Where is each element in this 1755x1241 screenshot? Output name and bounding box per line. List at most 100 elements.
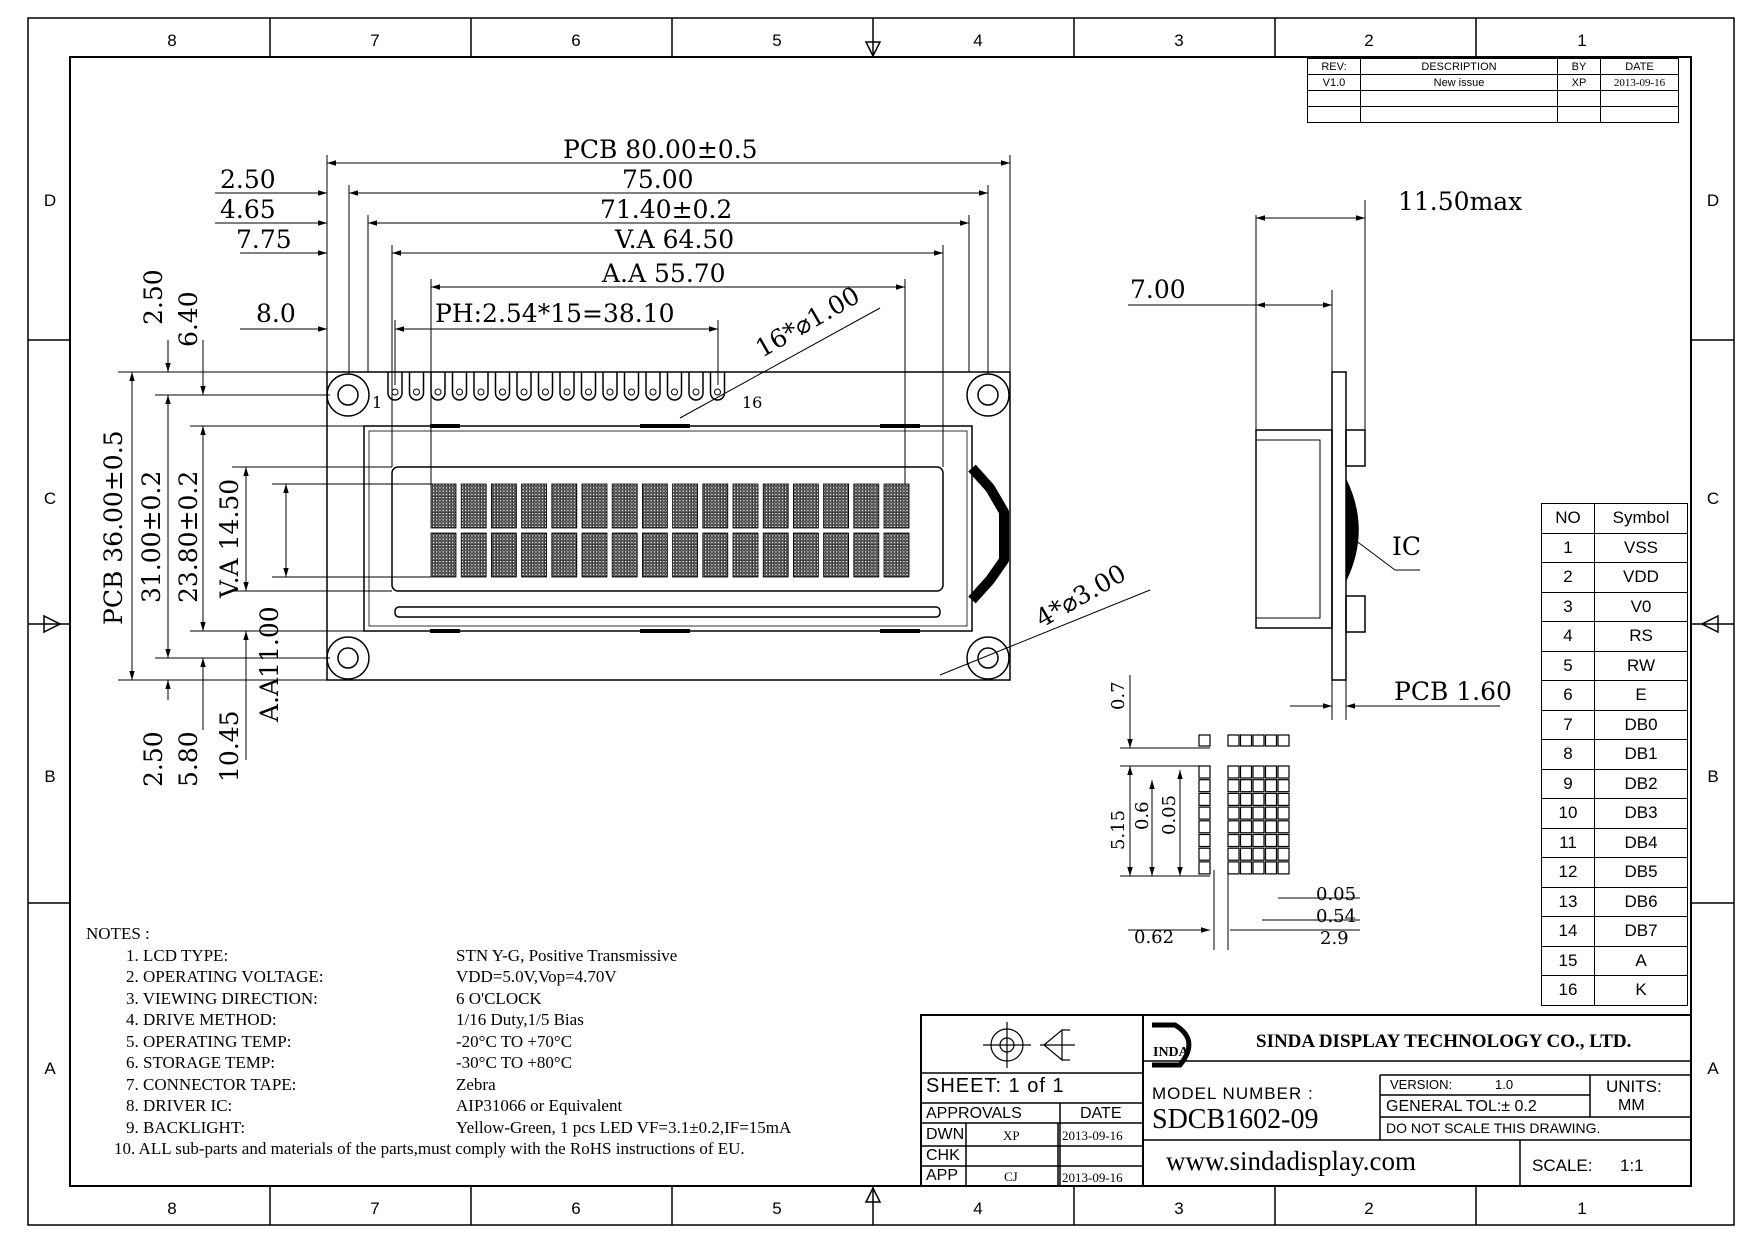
character-cell [672,483,698,529]
pin-number: 9 [1541,768,1595,799]
character-cell [551,483,578,529]
dot-cell [1264,765,1278,779]
dim-75: 75.00 [622,165,694,194]
zone-column-label: 8 [167,1199,176,1218]
note-value: Zebra [456,1074,496,1094]
pin-pad [602,372,618,401]
website: www.sindadisplay.com [1166,1146,1416,1176]
sheet-label: SHEET: 1 of 1 [926,1075,1065,1097]
dim-71-40: 71.40±0.2 [600,195,732,224]
approvals-date-header: DATE [1080,1105,1122,1122]
pin-symbol: DB3 [1594,798,1688,829]
character-cell [611,532,638,578]
dot-cell [1264,847,1278,861]
zone-column-label: 7 [370,31,379,50]
lcd-front-view [326,371,1011,681]
note-item: 6. STORAGE TEMP:-30°C TO +80°C [86,1052,791,1074]
pin-1-label: 1 [372,393,382,412]
character-cell [702,483,729,529]
dot-cell [1264,792,1278,807]
pin-hole [434,388,442,396]
pin-pad [387,372,403,401]
zone-column-label: 2 [1364,1199,1373,1218]
pin-pad [645,372,661,401]
dot-cell [1239,779,1253,793]
note-value: Yellow-Green, 1 pcs LED VF=3.1±0.2,IF=15… [456,1117,792,1137]
pin-hole [520,388,528,396]
app-role: APP [926,1167,959,1184]
rev-value: V1.0 [1307,74,1361,91]
pin-symbol: DB4 [1594,827,1688,858]
pin-hole [585,388,592,396]
dot-cell [1252,861,1265,875]
dim-pcb-thickness: PCB 1.60 [1394,677,1512,706]
zone-row-label: B [1707,767,1718,786]
chk-role: CHK [926,1147,960,1164]
note-item: 2. OPERATING VOLTAGE:VDD=5.0V,Vop=4.70V [86,966,791,988]
pin-symbol: DB1 [1594,739,1688,770]
note-value: 6 O'CLOCK [456,988,542,1008]
dot-cell [1198,792,1211,807]
dim-7-75: 7.75 [236,225,292,254]
pin-hole [649,388,657,396]
dot-cell [1277,861,1290,875]
dim-dot-0-54: 0.54 [1316,906,1356,927]
pin-symbol: E [1594,680,1688,711]
dim-8-0: 8.0 [256,299,296,328]
dot-cell [1198,820,1211,834]
pin-pads [387,372,726,401]
pin-number: 3 [1541,591,1595,622]
notes-heading: NOTES : [86,924,150,943]
note-label: 6. STORAGE TEMP: [126,1053,276,1072]
character-cell [883,532,910,578]
dim-va-width: V.A 64.50 [614,225,734,254]
dot-cell [1227,779,1240,793]
zone-column-label: 5 [772,1199,781,1218]
pin-symbol: VDD [1594,562,1688,593]
zone-column-label: 5 [772,31,781,50]
app-date: 2013-09-16 [1062,1170,1123,1185]
pin-hole-label: 16*⌀1.00 [751,281,865,364]
dim-pcb-width: PCB 80.00±0.5 [563,135,758,164]
notes: NOTES : 1. LCD TYPE:STN Y-G, Positive Tr… [86,923,791,1160]
no-scale-note: DO NOT SCALE THIS DRAWING. [1386,1120,1601,1136]
description-value: New issue [1360,74,1558,91]
character-cell [460,532,487,578]
rev-header: REV: [1307,58,1361,75]
pin-pad [451,372,468,401]
dim-23-80: 23.80±0.2 [174,471,203,603]
dot-cell [1277,765,1290,779]
pin-pad [623,372,640,401]
zone-column-label: 6 [571,1199,580,1218]
dot-cell [1239,765,1253,779]
note-label: 8. DRIVER IC: [126,1096,233,1115]
pin-hole [671,388,678,396]
ic-label: IC [1392,532,1421,561]
date-value: 2013-09-16 [1600,74,1679,91]
pcb-outline [326,371,1011,681]
pin-symbol: RW [1594,650,1688,681]
model-number: SDCB1602-09 [1152,1104,1319,1135]
pin-hole [542,388,549,396]
note-item: 9. BACKLIGHT:Yellow-Green, 1 pcs LED VF=… [86,1117,791,1139]
bezel-outline [363,425,973,632]
dim-va-height: V.A 14.50 [215,479,244,599]
character-cell [430,532,457,578]
character-cell [823,532,849,578]
mount-hole-label: 4*⌀3.00 [1031,559,1131,634]
pin-number: 14 [1541,916,1595,947]
note-value: AIP31066 or Equivalent [456,1096,623,1115]
pin-16-label: 16 [742,393,762,412]
dot-cell [1252,779,1265,793]
scale-value: 1:1 [1620,1156,1644,1175]
pin-pad [666,372,683,401]
dot-cell [1227,861,1240,875]
